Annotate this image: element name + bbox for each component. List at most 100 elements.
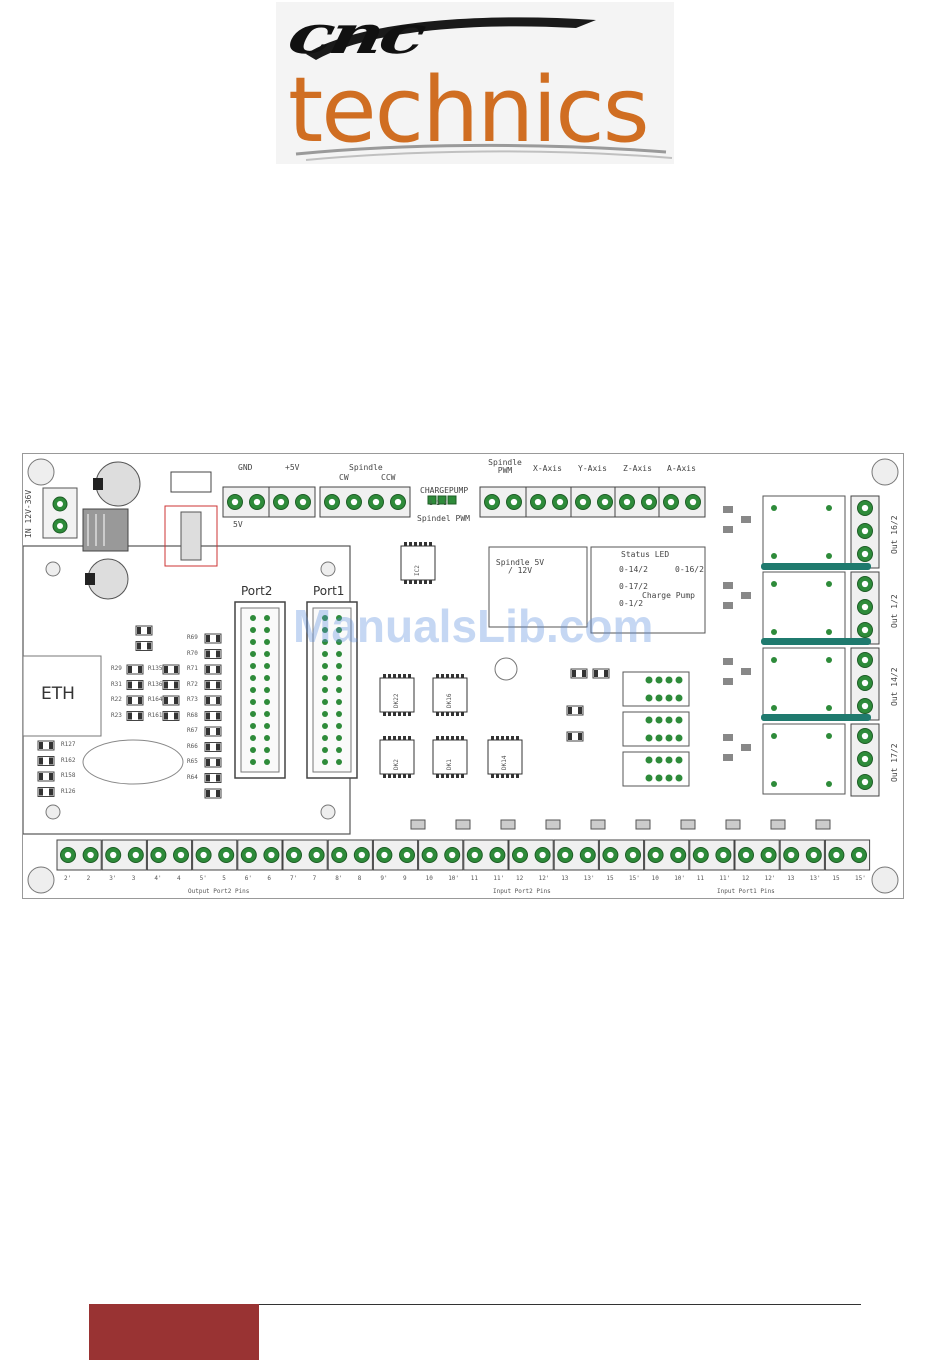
bottom-pin-label: 8 [357, 875, 362, 882]
chargepump-pin-numbers: 1 2 3 [429, 500, 448, 507]
bottom-pin-label: 15' [855, 875, 866, 882]
chip-label: DK16 [446, 693, 453, 708]
y-axis-label: Y-Axis [578, 464, 607, 473]
z-axis-label: Z-Axis [623, 464, 652, 473]
bottom-pin-label: 5' [199, 875, 207, 882]
resistor-label: R135 [148, 665, 163, 672]
out-17-label: Out 17/2 [890, 743, 899, 782]
resistor-label: R29 [111, 665, 122, 672]
bottom-pin-label: 9 [403, 875, 407, 882]
bottom-pin-label: 10 [425, 875, 433, 882]
chip-label: DK2 [393, 759, 400, 770]
plus5v-label: +5V [285, 463, 300, 472]
bottom-pin-label: 8' [335, 875, 343, 882]
bottom-pin-label: 13 [561, 875, 569, 882]
chip-label: DK14 [501, 755, 508, 770]
bottom-pin-label: 13' [583, 875, 595, 882]
output-port2-pins-label: Output Port2 Pins [188, 888, 250, 895]
port1-label: Port1 [313, 584, 345, 598]
resistor-label: R127 [61, 741, 76, 748]
footer-accent-bar [89, 1304, 259, 1360]
resistor-label: R72 [187, 680, 198, 688]
relay-blocks [723, 495, 880, 797]
bottom-pin-label: 11' [719, 875, 731, 882]
pcb-graphic [23, 458, 899, 894]
spindel-pwm-label: Spindel PWM [417, 514, 470, 523]
led-014-label: 0-14/2 [619, 565, 648, 574]
resistor-label: R71 [187, 665, 198, 672]
resistor-label: R126 [61, 787, 76, 795]
cw-label: CW [339, 473, 349, 482]
resistor-label: R23 [111, 711, 122, 719]
bottom-pin-label: 6' [244, 875, 253, 882]
resistor-label: R70 [187, 649, 198, 657]
resistor-label: R67 [187, 727, 198, 734]
spindle-label: Spindle [349, 463, 383, 472]
logo-cnc-text: cnc [282, 4, 428, 66]
bottom-pin-label: 3' [109, 875, 117, 882]
bottom-pin-label: 15 [832, 875, 840, 882]
chargepump-label: CHARGEPUMP [420, 486, 469, 495]
eth-connector [23, 655, 102, 737]
teal-jumpers [761, 563, 871, 721]
bottom-pin-label: 4 [177, 875, 181, 882]
bottom-pin-label: 11 [696, 875, 705, 882]
ic-chips [379, 542, 690, 787]
logo-technics-text: technics [288, 58, 650, 163]
power-terminal [42, 487, 78, 539]
led-01-label: 0-1/2 [619, 599, 644, 608]
resistor-label: R162 [61, 756, 76, 764]
bottom-pin-label: 13 [787, 875, 795, 882]
bottom-pin-label: 9' [380, 875, 388, 882]
bottom-pin-label: 7' [290, 875, 298, 882]
resistor-label: R69 [187, 634, 198, 641]
logo-swoosh-graphic [276, 2, 674, 164]
footer-rule [259, 1304, 861, 1305]
bottom-pin-label: 11 [470, 875, 479, 882]
chip-label: DK22 [393, 693, 400, 708]
chip-label: IC2 [414, 565, 421, 576]
input-port2-pins-label: Input Port2 Pins [493, 888, 551, 895]
bottom-pin-label: 7 [312, 875, 317, 882]
out-16-label: Out 16/2 [890, 515, 899, 554]
resistor-label: R31 [111, 680, 122, 688]
cnc-technics-logo: cnc technics [276, 2, 674, 164]
bottom-pin-label: 3 [131, 875, 136, 882]
resistor-label: R161 [148, 711, 163, 719]
eth-label: ETH [41, 684, 75, 704]
bottom-pin-label: 12' [538, 875, 550, 882]
spindle-pwm-label: Spindle PWM [488, 458, 522, 475]
led-016-label: 0-16/2 [675, 565, 704, 574]
top-terminals [222, 486, 706, 616]
resistor-label: R73 [187, 696, 198, 703]
bottom-terminals [56, 819, 871, 871]
bottom-pin-label: 12' [764, 875, 776, 882]
bottom-pin-label: 10' [448, 875, 460, 882]
resistor-label: R22 [111, 696, 122, 703]
bottom-pin-label: 15 [606, 875, 614, 882]
gnd-label: GND [238, 463, 253, 472]
header-connectors [234, 601, 358, 779]
a-axis-label: A-Axis [667, 464, 696, 473]
spindle-volt-label: Spindle 5V / 12V [495, 558, 545, 575]
resistor-label: R158 [61, 772, 76, 779]
bottom-pin-label: 2 [86, 875, 91, 882]
five-v-label: 5V [233, 520, 243, 529]
bottom-pin-label: 6 [267, 875, 272, 882]
smd-resistors [37, 625, 610, 799]
bottom-pin-label: 12 [742, 875, 750, 882]
resistor-label: R136 [148, 680, 163, 688]
power-input-label: IN 12V-36V [24, 489, 33, 538]
out-1-label: Out 1/2 [890, 594, 899, 628]
bottom-pin-label: 11' [493, 875, 505, 882]
x-axis-label: X-Axis [533, 464, 562, 473]
bottom-pin-label: 5 [222, 875, 226, 882]
port2-label: Port2 [241, 584, 273, 598]
led-017-label: 0-17/2 [619, 582, 648, 591]
bottom-pin-label: 12 [516, 875, 524, 882]
bottom-pin-label: 13' [809, 875, 821, 882]
resistor-label: R64 [187, 773, 198, 781]
resistor-label: R68 [187, 711, 198, 719]
out-14-label: Out 14/2 [890, 667, 899, 706]
charge-pump-label: Charge Pump [642, 591, 695, 600]
